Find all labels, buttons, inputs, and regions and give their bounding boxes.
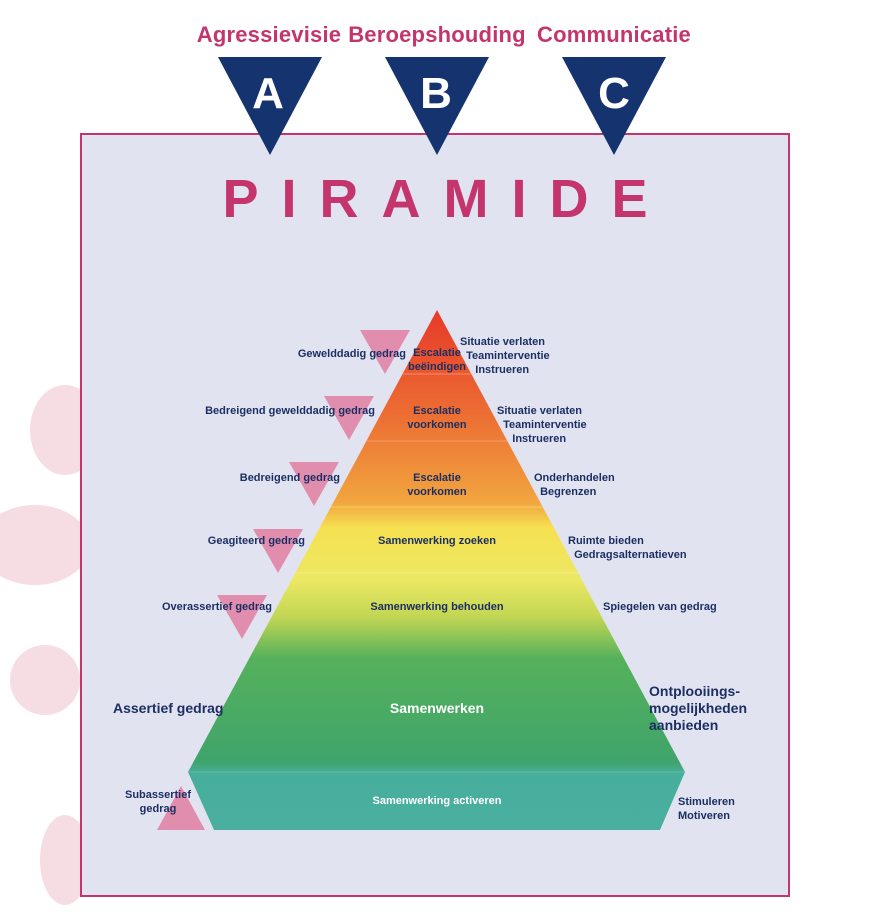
center-label-samenwerking-behouden: Samenwerking behouden: [370, 601, 504, 613]
center-label-samenwerking-activeren: Samenwerking activeren: [372, 795, 502, 807]
left-label-bedreigend-gedrag: Bedreigend gedrag: [239, 472, 340, 484]
right-label-level-7: Stimuleren Motiveren: [678, 796, 735, 822]
letter-b: B: [420, 69, 452, 118]
background-blob: [0, 505, 90, 585]
level-marker-1-icon: [360, 330, 410, 374]
center-label-samenwerken: Samenwerken: [389, 700, 485, 716]
triangle-a-icon: [218, 57, 322, 155]
right-label-level-5: Spiegelen van gedrag: [603, 601, 717, 613]
level-marker-5-icon: [217, 595, 267, 639]
letter-a: A: [252, 69, 284, 118]
center-label-samenwerking-zoeken: Samenwerking zoeken: [378, 535, 496, 547]
level-marker-4-icon: [253, 529, 303, 573]
level-marker-2-icon: [324, 396, 374, 440]
left-label-bedreigend-gewelddadig-gedrag: Bedreigend gewelddadig gedrag: [205, 405, 375, 417]
center-label-escalatie-voorkomen: Escalatie voorkomen: [407, 405, 467, 431]
center-label-escalatie-voorkomen-2: Escalatie voorkomen: [407, 472, 467, 498]
triangle-b-icon: [385, 57, 489, 155]
left-label-geagiteerd-gedrag: Geagiteerd gedrag: [207, 535, 305, 547]
pyramid-shape: [188, 310, 685, 830]
center-label-escalatie-beeindigen: Escalatie beëindigen: [407, 347, 467, 373]
page-title: PIRAMIDE: [222, 169, 671, 229]
triangle-c-icon: [562, 57, 666, 155]
level-marker-7-icon: [157, 786, 205, 830]
right-label-level-4: Ruimte bieden Gedragsalternatieven: [568, 535, 687, 561]
left-label-gewelddadig-gedrag: Gewelddadig gedrag: [297, 348, 406, 360]
column-title-agressievisie: Agressievisie: [196, 22, 342, 47]
level-marker-3-icon: [289, 462, 339, 506]
right-label-level-3: Onderhandelen Begrenzen: [534, 472, 615, 498]
left-label-overassertief-gedrag: Overassertief gedrag: [161, 601, 272, 613]
right-label-level-6: Ontplooiings- mogelijkheden aanbieden: [649, 683, 748, 733]
column-title-communicatie: Communicatie: [537, 22, 691, 47]
left-label-subassertief-gedrag: Subassertief gedrag: [124, 789, 192, 815]
right-label-level-2: Situatie verlaten Teaminterventie Instru…: [497, 405, 587, 445]
letter-c: C: [598, 69, 630, 118]
column-title-beroepshouding: Beroepshouding: [348, 22, 526, 47]
left-label-assertief-gedrag: Assertief gedrag: [113, 700, 224, 716]
background-blob: [10, 645, 80, 715]
right-label-level-1: Situatie verlaten Teaminterventie Instru…: [460, 336, 550, 376]
